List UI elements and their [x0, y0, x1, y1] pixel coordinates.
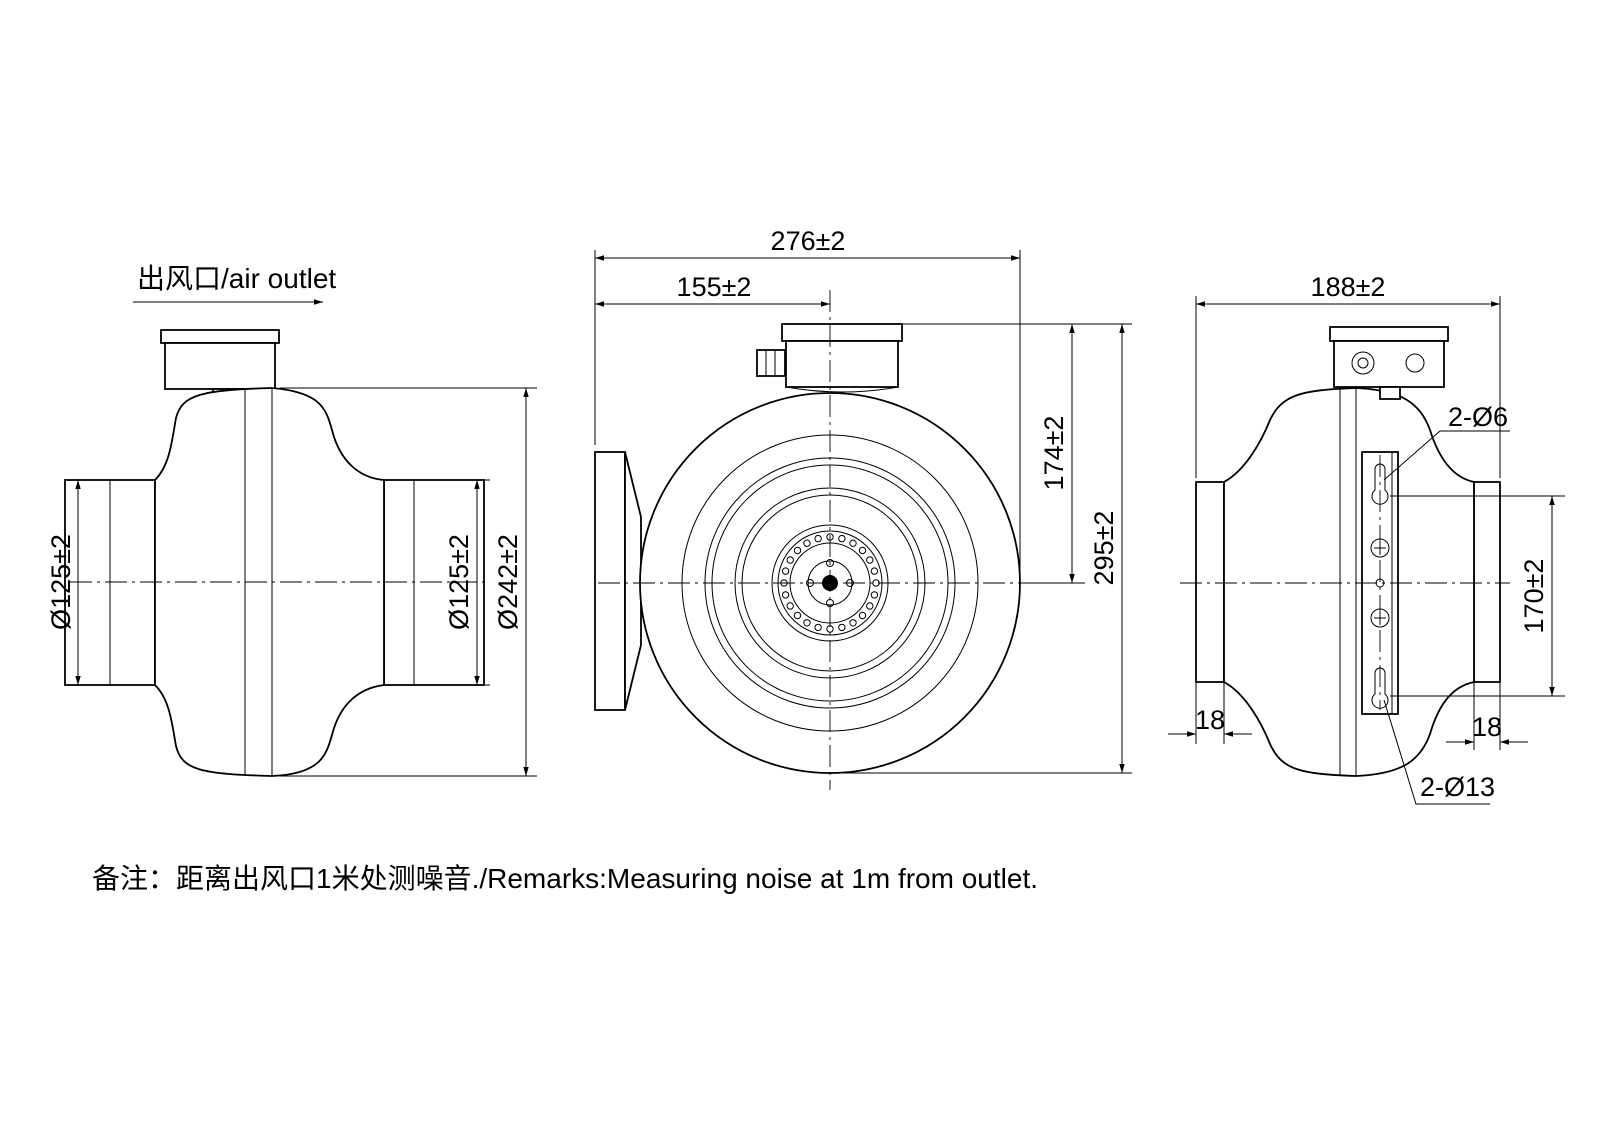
terminal-box — [164, 342, 276, 390]
hub-vent-hole — [803, 619, 811, 627]
hub-vent-hole — [866, 556, 874, 564]
dim-collar-left: 18 — [1195, 705, 1225, 735]
terminal-box-lid — [781, 323, 903, 342]
housing-shell — [1223, 387, 1475, 777]
right-collar — [1473, 481, 1501, 683]
hub-vent-hole — [793, 611, 802, 620]
dim-slot-spacing: 170±2 — [1519, 559, 1549, 634]
dim-outlet-diameter: Ø125±2 — [444, 534, 474, 630]
gland-nut-icon — [1351, 351, 1375, 375]
hub-vent-hole — [793, 546, 802, 555]
hub-vent-hole — [786, 602, 794, 610]
hub-vent-hole — [803, 539, 811, 547]
terminal-box-lid — [160, 329, 280, 344]
front-view: 276±2 155±2 174±2 295±2 — [594, 226, 1132, 790]
hub-vent-hole — [838, 534, 846, 543]
terminal-box-lid — [1329, 326, 1449, 342]
dim-depth: 188±2 — [1311, 272, 1386, 302]
hub-vent-hole — [786, 556, 794, 564]
right-side-view: 188±2 170±2 2-Ø6 2-Ø13 18 18 — [1168, 272, 1565, 805]
housing-shell — [154, 387, 385, 777]
terminal-box — [1333, 340, 1445, 388]
hub-vent-hole — [814, 534, 822, 543]
dim-slot-large: 2-Ø13 — [1420, 772, 1495, 802]
terminal-box — [785, 340, 899, 388]
dim-center-offset: 155±2 — [677, 272, 752, 302]
hub-vent-hole — [849, 619, 857, 627]
dim-body-diameter: Ø242±2 — [493, 534, 523, 630]
remarks-note: 备注：距离出风口1米处测噪音./Remarks:Measuring noise … — [92, 863, 1038, 894]
outlet-label: 出风口/air outlet — [137, 263, 336, 294]
hub-vent-hole — [858, 546, 867, 555]
dim-center-height: 174±2 — [1039, 416, 1069, 491]
hub-vent-hole — [838, 623, 846, 632]
left-side-view: 出风口/air outlet Ø125±2 Ø125±2 Ø242±2 — [46, 263, 537, 777]
hub-vent-hole — [870, 591, 879, 599]
dim-overall-height: 295±2 — [1089, 511, 1119, 586]
outlet-flange — [594, 451, 626, 711]
hub-vent-hole — [866, 602, 874, 610]
hub-vent-hole — [781, 567, 790, 575]
cable-gland — [756, 349, 786, 377]
hub-vent-hole — [870, 567, 879, 575]
dim-slot-small: 2-Ø6 — [1448, 402, 1508, 432]
terminal-hole-icon — [1405, 353, 1425, 373]
hub-vent-hole — [849, 539, 857, 547]
hub-vent-hole — [858, 611, 867, 620]
left-collar — [1195, 481, 1225, 683]
dim-collar-right: 18 — [1472, 712, 1502, 742]
dim-inlet-diameter: Ø125±2 — [46, 534, 76, 630]
hub-vent-hole — [814, 623, 822, 632]
hub-vent-hole — [781, 591, 790, 599]
dim-overall-width: 276±2 — [771, 226, 846, 256]
